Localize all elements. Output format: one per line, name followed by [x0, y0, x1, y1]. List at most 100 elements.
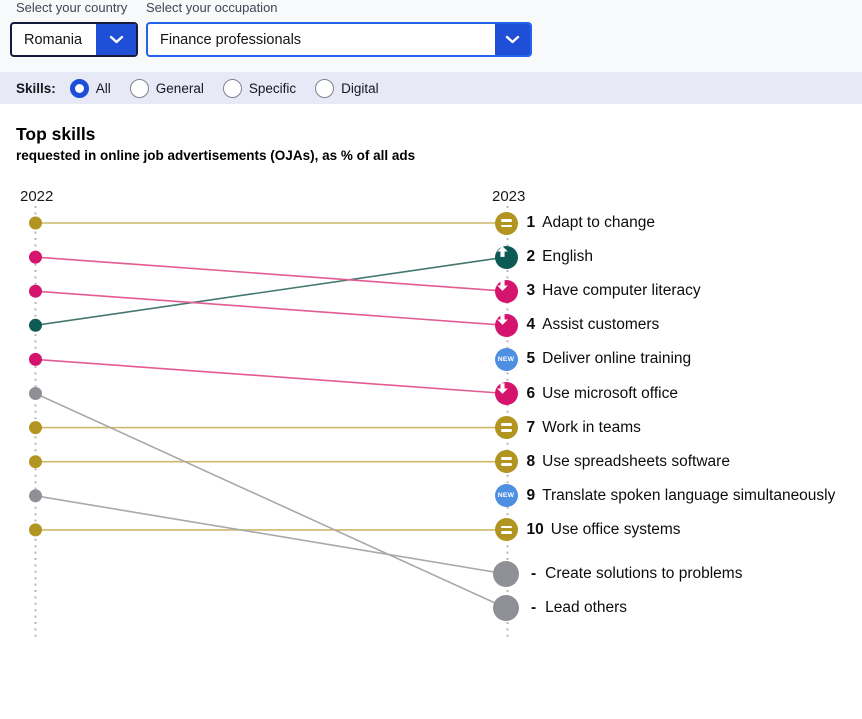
skill-label: Use microsoft office [542, 384, 678, 402]
arrow-down-icon [496, 314, 508, 326]
skills-filter-label: Skills: [16, 80, 56, 96]
equal-icon [500, 525, 512, 535]
skills-radio-specific[interactable]: Specific [222, 78, 297, 98]
rank-change-badge [494, 382, 518, 405]
skill-label: Lead others [545, 599, 628, 616]
country-select-value: Romania [24, 31, 83, 48]
year-label-2023: 2023 [492, 188, 526, 205]
skills-radio-digital[interactable]: Digital [315, 78, 379, 98]
equal-icon [500, 457, 512, 466]
skills-radio-all[interactable]: All [69, 78, 111, 98]
arrow-up-icon [496, 246, 508, 257]
new-badge-icon: NEW [497, 355, 515, 363]
rank-change-badge: NEW [494, 484, 518, 508]
rank-2022-dot [29, 318, 42, 332]
page-title: Top skills [16, 124, 96, 144]
rank-row: 7 Work in teams [494, 415, 641, 441]
rank-row: 2 English [494, 244, 593, 270]
rank-row: 8 Use spreadsheets software [494, 449, 730, 475]
arrow-down-icon [496, 280, 508, 291]
equal-icon [500, 423, 512, 432]
rank-2022-dot [29, 489, 42, 503]
country-select-button[interactable] [96, 24, 136, 55]
rank-number: - [531, 599, 537, 616]
year-label-2022: 2022 [20, 188, 54, 205]
chevron-down-icon [505, 31, 520, 49]
page-subtitle: requested in online job advertisements (… [16, 148, 416, 163]
radio-selected-icon[interactable] [69, 78, 89, 98]
rank-row: NEW 5 Deliver online training [494, 346, 692, 372]
rank-change-badge [494, 279, 518, 303]
rank-number: 6 [526, 384, 536, 402]
rank-change-badge: NEW [494, 347, 518, 371]
occupation-select-value: Finance professionals [160, 31, 302, 48]
skills-radio-general[interactable]: General [129, 78, 204, 98]
skill-label: Use office systems [550, 520, 681, 538]
rank-change-badge [494, 313, 518, 337]
slope-line [35, 495, 507, 575]
skill-label: Translate spoken language simultaneously [542, 486, 836, 504]
radio-unselected-icon[interactable] [222, 78, 242, 98]
occupation-select-label: Select your occupation [146, 0, 278, 15]
rank-2022-dot [29, 216, 42, 230]
skills-filter-bar: Skills: All General Specific Digital [0, 72, 862, 104]
rank-row: NEW 9 Translate spoken language simultaneo… [494, 483, 836, 509]
radio-option-label: General [155, 80, 204, 96]
rank-number: 4 [526, 316, 536, 334]
rank-2022-dot [29, 284, 42, 298]
radio-option-label: Specific [248, 80, 297, 96]
country-select-label: Select your country [16, 0, 128, 15]
occupation-select-button[interactable] [495, 24, 530, 55]
slope-line [35, 256, 507, 327]
new-badge-icon: NEW [497, 492, 515, 500]
rank-number: 1 [526, 214, 536, 231]
radio-unselected-icon[interactable] [129, 78, 149, 98]
rank-number: - [531, 565, 537, 582]
rank-row: 3 Have computer literacy [494, 278, 701, 304]
rank-row: 4 Assist customers [494, 312, 660, 338]
occupation-select[interactable]: Finance professionals [146, 22, 532, 57]
chevron-down-icon [109, 31, 124, 49]
skills-radio-group: All General Specific Digital [69, 78, 398, 98]
skill-label: Have computer literacy [542, 282, 701, 300]
skill-label: English [542, 248, 593, 266]
rank-2022-dot [29, 387, 42, 400]
skill-label: Create solutions to problems [545, 565, 743, 582]
rank-2022-dot [29, 455, 42, 469]
rank-number: 3 [526, 282, 536, 300]
rank-2022-dot [29, 250, 42, 264]
country-select[interactable]: Romania [10, 22, 138, 57]
slope-line [35, 358, 507, 395]
rank-2022-dot [29, 421, 42, 435]
rank-number: 7 [526, 418, 536, 436]
rank-row: -Create solutions to problems [493, 561, 742, 587]
rank-change-badge [494, 450, 518, 474]
radio-option-label: Digital [341, 80, 379, 96]
slope-line [35, 290, 507, 327]
rank-number: 5 [526, 350, 536, 368]
radio-option-label: All [95, 80, 111, 96]
radio-unselected-icon[interactable] [315, 78, 335, 98]
rank-change-badge [494, 211, 518, 235]
rank-change-badge [494, 518, 518, 542]
rank-row: -Lead others [493, 595, 627, 621]
skill-label: Use spreadsheets software [542, 452, 730, 470]
slope-line [35, 392, 507, 609]
rank-change-badge [493, 561, 519, 587]
arrow-down-icon [496, 382, 508, 394]
skill-label: Work in teams [542, 418, 641, 436]
skill-label: Assist customers [542, 316, 660, 334]
rank-number: 8 [526, 452, 536, 470]
rank-change-badge [494, 245, 518, 269]
slope-line [35, 256, 507, 292]
rank-number: 2 [526, 248, 536, 266]
rank-change-badge [494, 416, 518, 440]
rank-change-badge [493, 595, 519, 621]
rank-2022-dot [29, 352, 42, 366]
skill-label: Deliver online training [542, 350, 692, 368]
rank-number: 9 [526, 486, 536, 504]
header-band: Select your country Romania Select your … [0, 0, 862, 72]
